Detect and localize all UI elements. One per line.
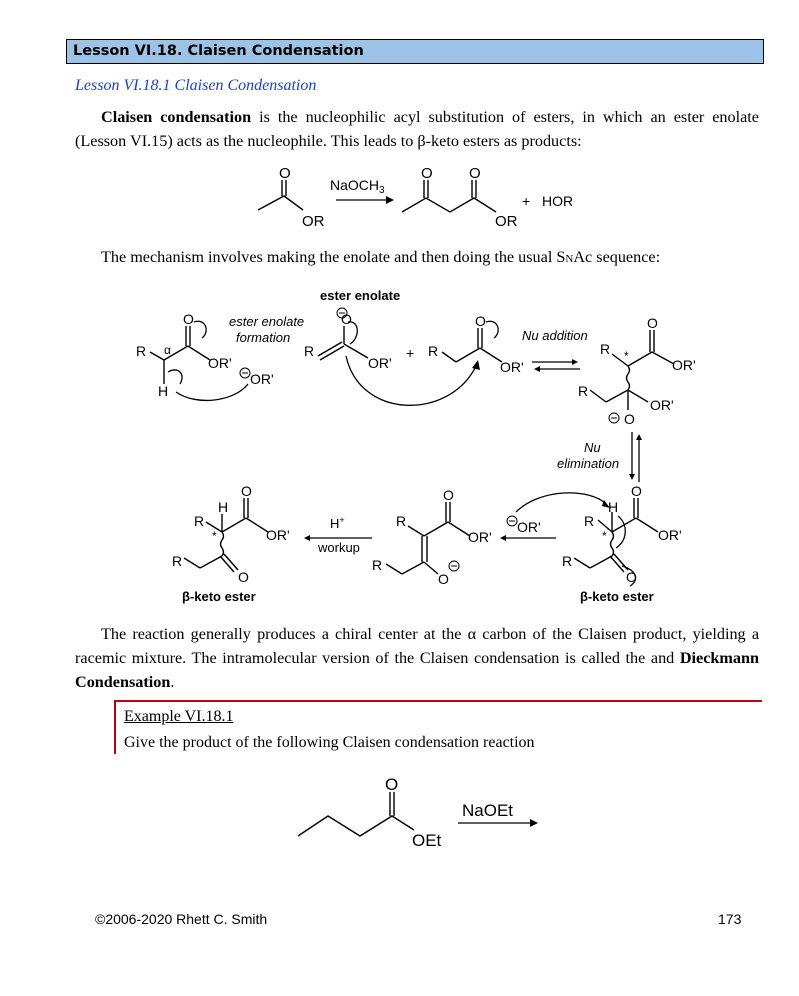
- intro-term: Claisen condensation: [101, 108, 252, 126]
- start-alpha: α: [164, 343, 171, 357]
- enol2-r1: R: [396, 513, 406, 529]
- tet-r2: R: [578, 383, 588, 399]
- example-box: Example VI.18.1 Give the product of the …: [114, 700, 762, 754]
- bke1-or: OR': [658, 527, 682, 543]
- elec-or: OR': [500, 359, 524, 375]
- tet-or2: OR': [650, 397, 674, 413]
- enolate-or: OR': [368, 355, 392, 371]
- scheme1-plus: +: [522, 193, 530, 209]
- nu-addition-label: Nu addition: [522, 328, 588, 343]
- scheme1-or2: OR: [495, 213, 518, 230]
- scheme1-or1: OR: [302, 213, 325, 230]
- example-o: O: [385, 775, 398, 794]
- prod-or: OR': [266, 527, 290, 543]
- bke1-star: *: [602, 529, 607, 543]
- workup-label: workup: [317, 540, 360, 555]
- bke1-o2: O: [626, 569, 637, 585]
- prod-r2: R: [172, 553, 182, 569]
- prod-o2: O: [238, 569, 249, 585]
- lesson-title: Lesson VI.18. Claisen Condensation: [73, 43, 364, 59]
- step1-line1: ester enolate: [229, 314, 304, 329]
- start-h: H: [158, 383, 168, 399]
- example-title: Example VI.18.1: [124, 708, 234, 725]
- example-left-border: [114, 700, 116, 754]
- enol2-o2: O: [438, 571, 449, 587]
- prod-o1: O: [241, 483, 252, 499]
- footer-page-number: 173: [718, 911, 742, 927]
- bke1-h: H: [608, 499, 618, 515]
- ester-enolate-label: ester enolate: [320, 288, 400, 303]
- prod-h: H: [218, 499, 228, 515]
- base-or: OR': [250, 371, 274, 387]
- example-top-border: [114, 700, 762, 702]
- tet-or1: OR': [672, 357, 696, 373]
- elec-r: R: [428, 343, 438, 359]
- elec-o: O: [475, 313, 486, 329]
- enol2-or: OR': [468, 529, 492, 545]
- scheme1-o2: O: [421, 165, 433, 182]
- enolate-o: O: [341, 311, 352, 327]
- example-oet: OEt: [412, 831, 442, 850]
- workup-h: H+: [330, 515, 345, 531]
- conclusion-paragraph: The reaction generally produces a chiral…: [75, 625, 759, 691]
- subsection-title: Lesson VI.18.1 Claisen Condensation: [75, 77, 317, 94]
- bke1-o1: O: [631, 483, 642, 499]
- scheme1-reagent: NaOCH3: [330, 177, 385, 196]
- tet-star: *: [624, 349, 629, 363]
- intro-paragraph: Claisen condensation is the nucleophilic…: [75, 105, 759, 153]
- tet-o1: O: [647, 315, 658, 331]
- scheme1-byproduct: HOR: [542, 193, 573, 209]
- enol2-o1: O: [443, 487, 454, 503]
- beta-keto-ester-label-right: β-keto ester: [580, 589, 654, 604]
- enol2-r2: R: [372, 557, 382, 573]
- nu-elim-line2: elimination: [557, 456, 619, 471]
- bke1-r1: R: [584, 513, 594, 529]
- step1-line2: formation: [236, 330, 290, 345]
- bke1-r2: R: [562, 553, 572, 569]
- scheme1-o3: O: [469, 165, 481, 182]
- prod-r1: R: [194, 513, 204, 529]
- start-o: O: [183, 311, 194, 327]
- tet-r1: R: [600, 341, 610, 357]
- mechanism-intro: The mechanism involves making the enolat…: [101, 248, 661, 266]
- tet-o2: O: [624, 411, 635, 427]
- start-r: R: [136, 343, 146, 359]
- footer-copyright: ©2006-2020 Rhett C. Smith: [95, 911, 268, 927]
- prod-star: *: [212, 529, 217, 543]
- example-prompt: Give the product of the following Claise…: [124, 734, 535, 751]
- intro-text: is the nucleophilic acyl substitution of…: [75, 108, 759, 150]
- lesson-title-bar: Lesson VI.18. Claisen Condensation: [66, 39, 764, 64]
- enolate-r: R: [304, 343, 314, 359]
- base2-or: OR': [517, 519, 541, 535]
- start-or: OR': [208, 355, 232, 371]
- beta-keto-ester-label-left: β-keto ester: [182, 589, 256, 604]
- nu-elim-line1: Nu: [584, 440, 601, 455]
- row1-plus: +: [406, 345, 414, 361]
- scheme1-o1: O: [279, 165, 291, 182]
- example-reagent: NaOEt: [462, 801, 513, 820]
